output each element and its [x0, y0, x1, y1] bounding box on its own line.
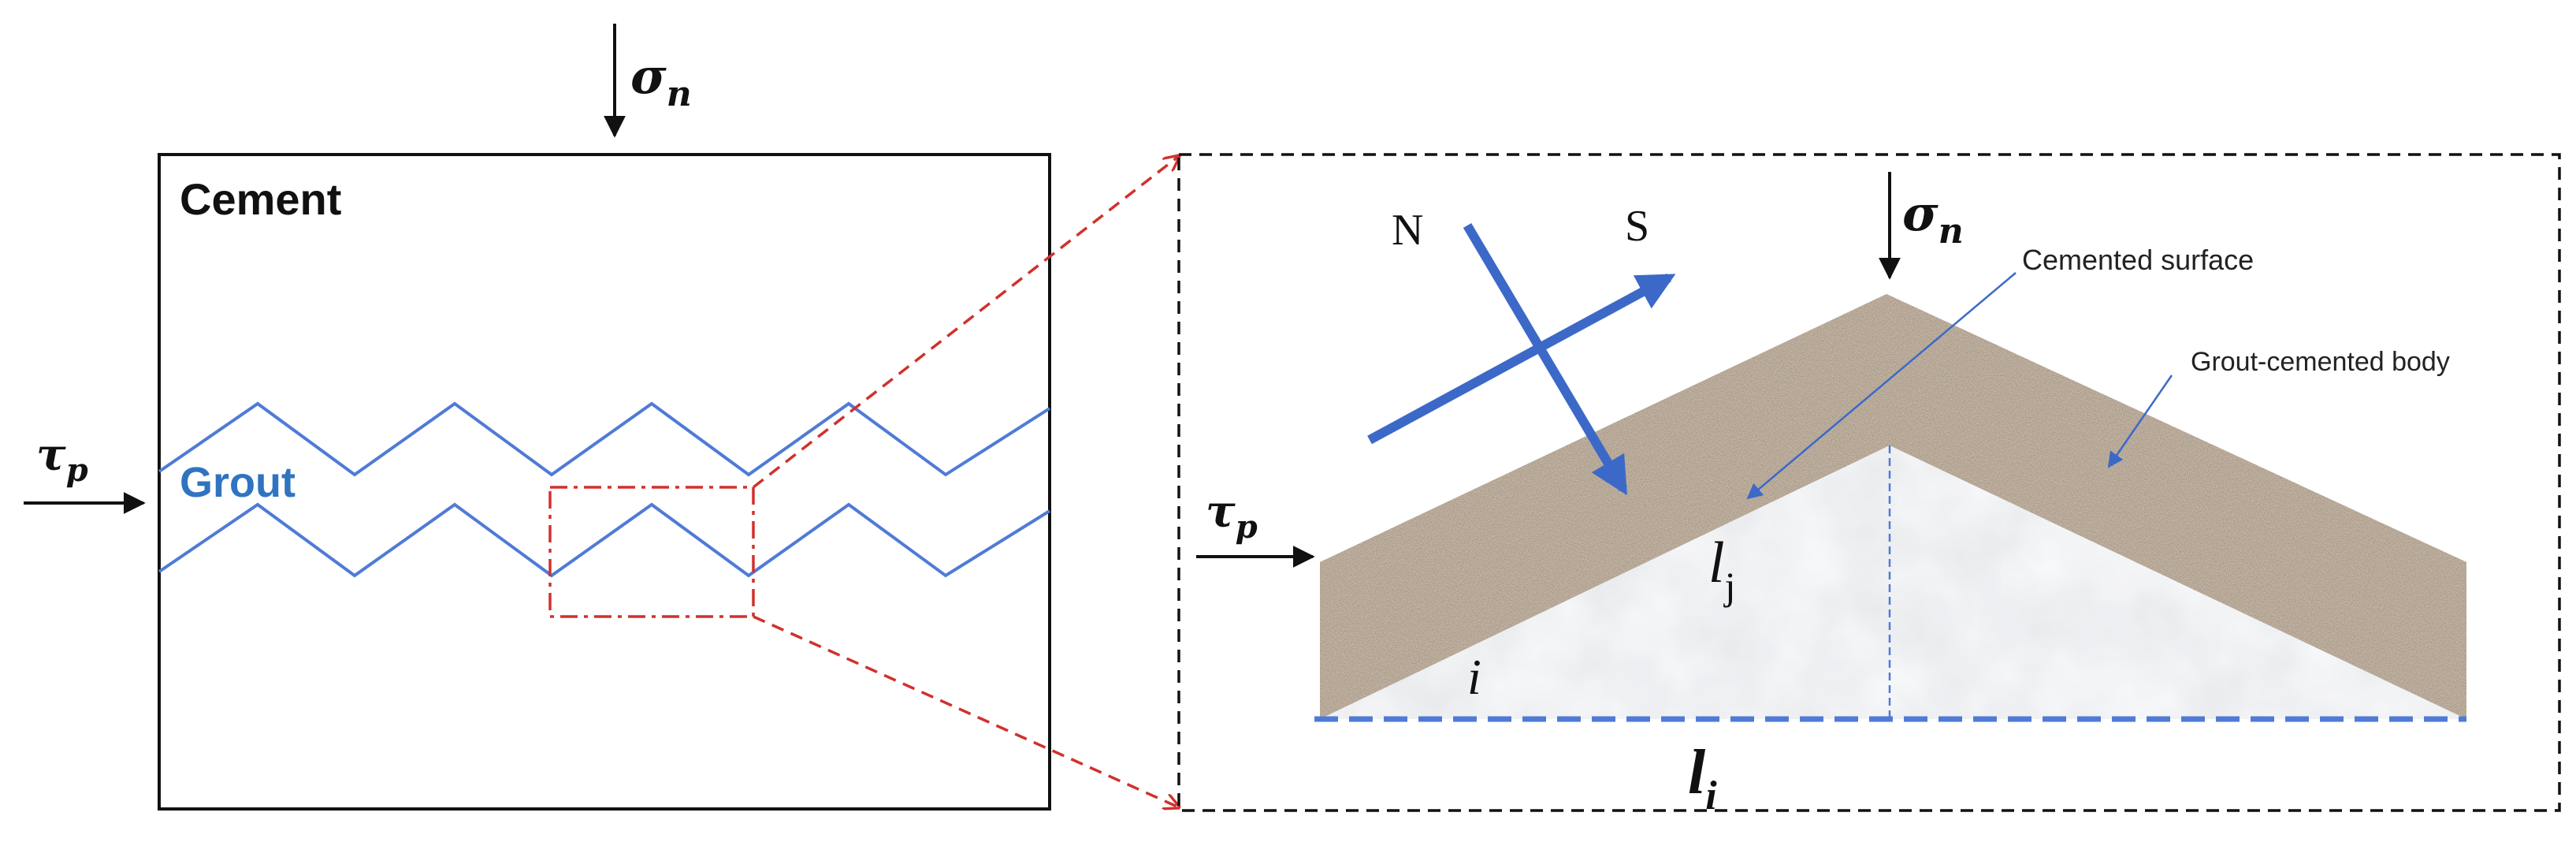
grout-label: Grout — [180, 459, 296, 506]
grout-lower-boundary — [158, 502, 1051, 578]
zoom-selection-box — [548, 486, 755, 618]
detail-shear-stress-symbol: τp — [1206, 486, 1258, 546]
zoom-connector-bottom — [753, 615, 1179, 807]
normal-direction-arrow — [1463, 222, 1628, 496]
shear-stress-symbol: τp — [36, 429, 88, 489]
li-label: li — [1688, 738, 1717, 818]
cemented-surface-label: Cemented surface — [2022, 244, 2254, 276]
detail-normal-stress-symbol: σn — [1902, 184, 1964, 252]
north-label: N — [1392, 206, 1423, 255]
grout-body-label: Grout-cemented body — [2191, 347, 2450, 377]
lj-label: lj — [1708, 531, 1735, 608]
cement-label: Cement — [180, 174, 341, 224]
cement-block — [158, 153, 1051, 811]
grout-body-pointer — [2107, 375, 2173, 468]
angle-i-label: i — [1467, 649, 1481, 705]
normal-stress-symbol: σn — [630, 47, 692, 114]
cemented-surface-pointer — [1746, 272, 2017, 500]
grout-upper-boundary — [158, 401, 1051, 477]
detail-panel — [1177, 153, 2561, 812]
zoom-connector-top — [752, 156, 1179, 489]
south-label: S — [1625, 202, 1649, 251]
shear-direction-arrow — [1367, 273, 1676, 445]
